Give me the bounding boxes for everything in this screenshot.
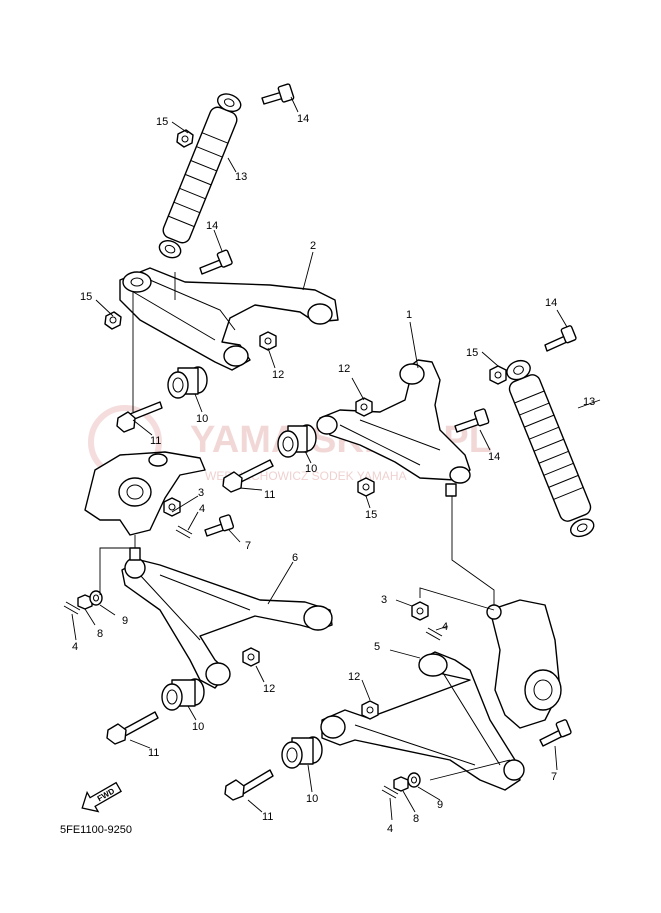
shock-absorber-left <box>158 93 242 259</box>
callout-12: 12 <box>272 369 284 381</box>
washer-9-right <box>407 772 421 788</box>
nut-12-lower-left <box>242 647 260 667</box>
nut-12-right-lower <box>361 700 379 720</box>
bolt-14-mid <box>199 249 233 275</box>
callout-11: 11 <box>148 747 159 759</box>
callout-13: 13 <box>583 396 595 408</box>
callout-9: 9 <box>122 615 128 627</box>
callout-7: 7 <box>551 771 557 783</box>
bolt-7-left <box>204 514 235 537</box>
shock-absorber-right <box>506 359 595 538</box>
callout-7: 7 <box>245 540 251 552</box>
callout-4: 4 <box>199 503 205 515</box>
nut-3-right <box>411 601 429 621</box>
nut-15-top <box>176 129 194 148</box>
bushing-10-lower-left <box>161 678 205 711</box>
leader-lines <box>71 96 601 821</box>
callout-4: 4 <box>387 823 393 835</box>
callout-3: 3 <box>198 487 204 499</box>
cotter-pin-4-left-mid <box>175 525 193 539</box>
callout-15: 15 <box>466 347 478 359</box>
nut-12-right-upper <box>355 397 373 417</box>
callout-14: 14 <box>297 113 309 125</box>
callout-5: 5 <box>374 641 380 653</box>
callout-8: 8 <box>97 628 103 640</box>
nut-15-right-lower <box>357 477 375 497</box>
bolt-11-lower-right <box>224 769 274 801</box>
callout-15: 15 <box>80 291 92 303</box>
callout-14: 14 <box>545 297 557 309</box>
nut-8-right <box>393 776 409 792</box>
nut-3-left <box>163 497 181 517</box>
steering-knuckle-left <box>84 451 206 536</box>
callout-14: 14 <box>206 220 218 232</box>
cotter-pin-4-left <box>63 601 81 615</box>
nut-8-left <box>77 594 93 610</box>
lower-arm-left <box>121 547 333 689</box>
callout-12: 12 <box>263 683 275 695</box>
callout-3: 3 <box>381 594 387 606</box>
callout-15: 15 <box>156 116 168 128</box>
steering-knuckle-right <box>486 599 562 729</box>
nut-15-right-top <box>489 365 507 385</box>
callout-9: 9 <box>437 799 443 811</box>
callout-4: 4 <box>72 641 78 653</box>
callout-12: 12 <box>348 671 360 683</box>
callout-8: 8 <box>413 813 419 825</box>
bolt-11-lower-left <box>106 711 159 745</box>
callout-6: 6 <box>292 552 298 564</box>
callout-12: 12 <box>338 363 350 375</box>
callout-11: 11 <box>264 489 275 501</box>
callout-10: 10 <box>196 413 208 425</box>
nut-15-left <box>104 311 122 330</box>
callout-11: 11 <box>150 435 161 447</box>
cotter-pin-4-right <box>381 785 399 799</box>
callout-1: 1 <box>406 309 412 321</box>
callout-10: 10 <box>306 793 318 805</box>
nut-12-upper <box>259 331 277 351</box>
washer-9-left <box>89 590 103 606</box>
callout-10: 10 <box>192 721 204 733</box>
callout-15: 15 <box>365 509 377 521</box>
bolt-14-right-mid <box>454 408 490 433</box>
upper-arm-left <box>119 267 339 371</box>
bolt-14-top <box>261 83 295 105</box>
bushing-10-upper-left <box>167 366 208 399</box>
bushing-10-right-upper <box>277 424 317 458</box>
callout-labels: 14 15 13 14 2 15 12 10 11 3 4 7 6 4 8 9 … <box>72 113 595 835</box>
callout-13: 13 <box>235 171 247 183</box>
fwd-arrow-icon: FWD <box>81 781 122 813</box>
assembly-lines <box>99 272 511 781</box>
callout-10: 10 <box>305 463 317 475</box>
callout-11: 11 <box>262 811 273 823</box>
cotter-pin-4-right-mid <box>425 627 443 641</box>
callout-2: 2 <box>310 240 316 252</box>
drawing-code: 5FE1100-9250 <box>60 824 132 836</box>
bushing-10-right-lower <box>281 736 323 769</box>
callout-4: 4 <box>442 621 448 633</box>
bolt-7-right <box>539 719 572 747</box>
callout-14: 14 <box>488 451 500 463</box>
lower-arm-right <box>320 651 525 791</box>
bolt-14-right-top <box>544 325 577 352</box>
bolt-11-mid <box>222 459 274 493</box>
upper-arm-right <box>316 359 471 497</box>
bolt-11-upper-left <box>116 401 163 433</box>
